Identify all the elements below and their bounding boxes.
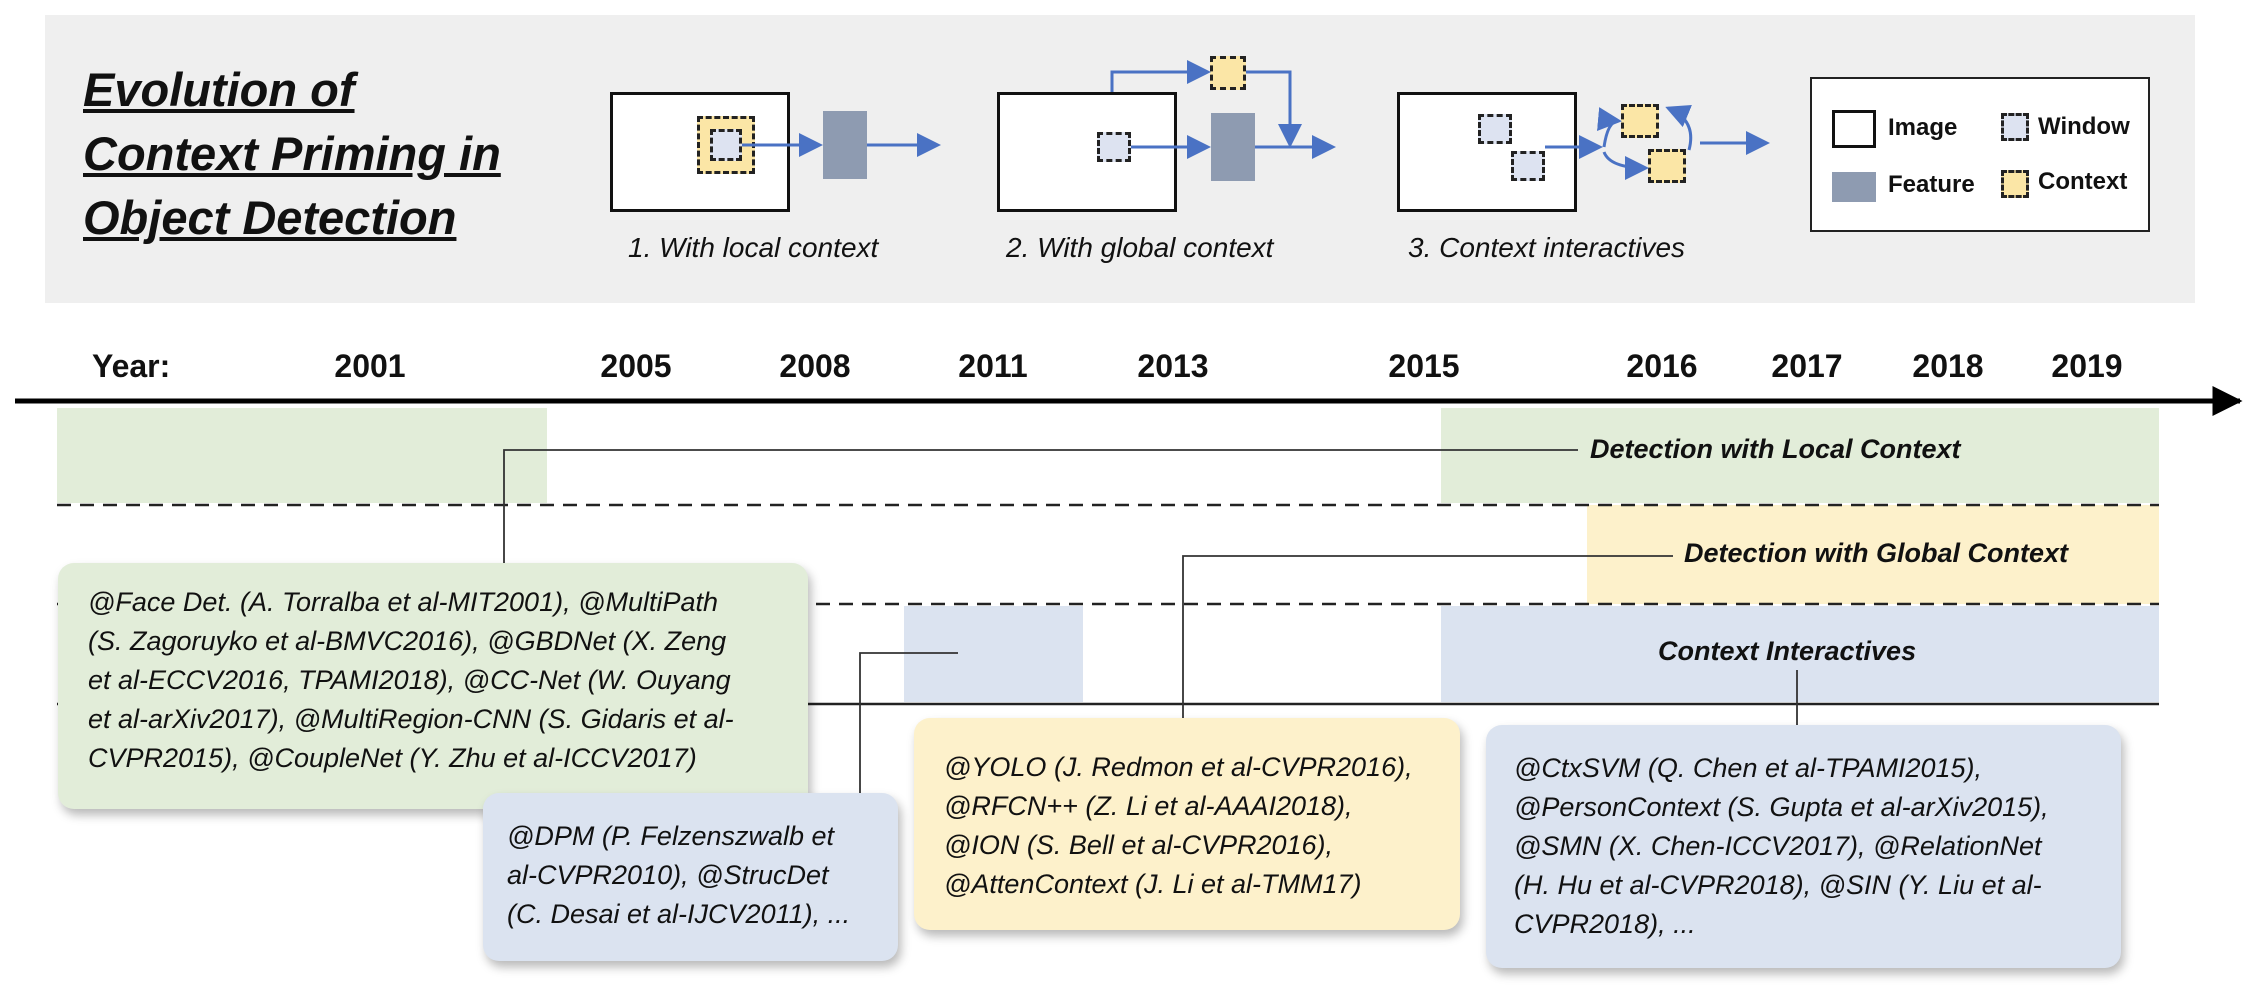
reference-line: et al-arXiv2017), @MultiRegion-CNN (S. G… [88, 704, 734, 734]
local-diagram-caption: 1. With local context [628, 232, 879, 263]
year-label-2017: 2017 [1771, 348, 1843, 384]
page-title: Evolution of Context Priming in Object D… [83, 58, 501, 250]
title-line-3: Object Detection [83, 191, 457, 244]
interactive-arc-down-arrow [1602, 151, 1649, 180]
local-diagram-window-icon [710, 129, 742, 161]
interactive-diagram-context-icon-1 [1621, 104, 1659, 138]
dpm-references: @DPM (P. Felzenszwalb et al-CVPR2010), @… [483, 793, 898, 961]
global-context-band [1587, 505, 2159, 604]
global-image-to-context-arrow [1110, 60, 1211, 92]
window-box-icon [2001, 113, 2029, 141]
reference-line: et al-ECCV2016, TPAMI2018), @CC-Net (W. … [88, 665, 731, 695]
dpm-band-connector [859, 652, 958, 810]
legend-image-label: Image [1888, 114, 1958, 141]
year-label-2013: 2013 [1137, 348, 1209, 384]
feature-box-icon [1832, 172, 1876, 202]
global-context-references: @YOLO (J. Redmon et al-CVPR2016), @RFCN+… [914, 718, 1460, 930]
band-label-global-context: Detection with Global Context [1684, 538, 2069, 568]
reference-line: @DPM (P. Felzenszwalb et [507, 821, 835, 851]
image-box-icon [1832, 110, 1876, 148]
reference-line: CVPR2015), @CoupleNet (Y. Zhu et al-ICCV… [88, 743, 697, 773]
local-diagram-feature-icon [823, 111, 867, 179]
global-diagram-context-icon [1210, 56, 1246, 90]
title-line-1: Evolution of [83, 63, 355, 116]
interactive-diagram-image-icon [1397, 92, 1577, 212]
reference-line: (C. Desai et al-IJCV2011), ... [507, 899, 851, 929]
year-label-2008: 2008 [779, 348, 851, 384]
local-context-band-early [57, 408, 547, 503]
context-interactives-references: @CtxSVM (Q. Chen et al-TPAMI2015), @Pers… [1486, 725, 2121, 968]
title-line-2: Context Priming in [83, 127, 501, 180]
reference-line: @AttenContext (J. Li et al-TMM17) [944, 869, 1362, 899]
global-band-connector [1182, 555, 1673, 733]
year-axis-label: Year: [92, 348, 171, 384]
interactive-band-recent [1441, 606, 2159, 702]
interactive-band-early [904, 606, 1083, 702]
reference-line: @Face Det. (A. Torralba et al-MIT2001), … [88, 587, 719, 617]
global-diagram-window-icon [1097, 132, 1131, 162]
interactive-arc-between-arrow [1665, 104, 1693, 151]
legend-window-label: Window [2038, 113, 2130, 140]
reference-line: (H. Hu et al-CVPR2018), @SIN (Y. Liu et … [1514, 870, 2042, 900]
year-label-2005: 2005 [600, 348, 672, 384]
global-context-to-output-arrow [1246, 70, 1302, 148]
interactive-diagram-window-icon-1 [1478, 114, 1512, 144]
interactive-arc-up-arrow [1597, 107, 1622, 148]
global-diagram-feature-icon [1211, 113, 1255, 181]
reference-line: al-CVPR2010), @StrucDet [507, 860, 829, 890]
local-band-connector [503, 449, 1578, 572]
year-label-2015: 2015 [1388, 348, 1460, 384]
legend [1810, 77, 2150, 232]
band-label-context-interactives: Context Interactives [1658, 636, 1917, 666]
global-diagram-image-icon [997, 92, 1177, 212]
global-diagram-caption: 2. With global context [1006, 232, 1274, 263]
reference-line: @ION (S. Bell et al-CVPR2016), [944, 830, 1334, 860]
interactive-diagram-caption: 3. Context interactives [1408, 232, 1686, 263]
year-label-2016: 2016 [1626, 348, 1698, 384]
band-label-local-context: Detection with Local Context [1590, 434, 1961, 464]
legend-feature-label: Feature [1888, 171, 1975, 198]
local-context-references: @Face Det. (A. Torralba et al-MIT2001), … [58, 563, 808, 809]
year-label-2019: 2019 [2051, 348, 2123, 384]
interactive-diagram-context-icon-2 [1648, 149, 1686, 183]
local-context-band-recent [1441, 408, 2159, 503]
reference-line: CVPR2018), ... [1514, 909, 1696, 939]
reference-line: @YOLO (J. Redmon et al-CVPR2016), [944, 752, 1413, 782]
reference-line: @CtxSVM (Q. Chen et al-TPAMI2015), [1514, 753, 1983, 783]
reference-line: @SMN (X. Chen-ICCV2017), @RelationNet [1514, 831, 2042, 861]
reference-line: @RFCN++ (Z. Li et al-AAAI2018), [944, 791, 1353, 821]
reference-line: (S. Zagoruyko et al-BMVC2016), @GBDNet (… [88, 626, 727, 656]
interactive-diagram-window-icon-2 [1511, 151, 1545, 181]
year-label-2001: 2001 [334, 348, 406, 384]
legend-context-label: Context [2038, 168, 2128, 195]
year-label-2018: 2018 [1912, 348, 1984, 384]
context-box-icon [2001, 170, 2029, 198]
year-label-2011: 2011 [958, 348, 1028, 384]
reference-line: @PersonContext (S. Gupta et al-arXiv2015… [1514, 792, 2049, 822]
